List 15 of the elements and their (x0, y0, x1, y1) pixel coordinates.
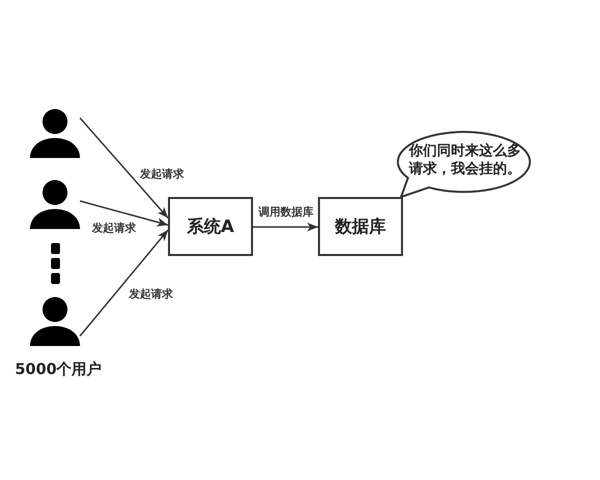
edge-label: 调用数据库 (256, 204, 316, 220)
edge-label: 发起请求 (90, 220, 138, 236)
process-box: 数据库 (318, 197, 403, 256)
arrow (79, 118, 169, 218)
speech-bubble: 你们同时来这么多请求，我会挂的。 (396, 130, 532, 198)
arrow (253, 222, 318, 232)
caption: 5000个用户 (15, 360, 102, 379)
person-icon (30, 296, 80, 346)
edge-label: 发起请求 (127, 286, 175, 302)
arrow (80, 200, 168, 226)
person-icon (30, 108, 80, 158)
process-box: 系统A (168, 197, 253, 256)
arrow (79, 230, 169, 336)
edge-label: 发起请求 (138, 166, 186, 182)
person-icon (30, 179, 80, 229)
